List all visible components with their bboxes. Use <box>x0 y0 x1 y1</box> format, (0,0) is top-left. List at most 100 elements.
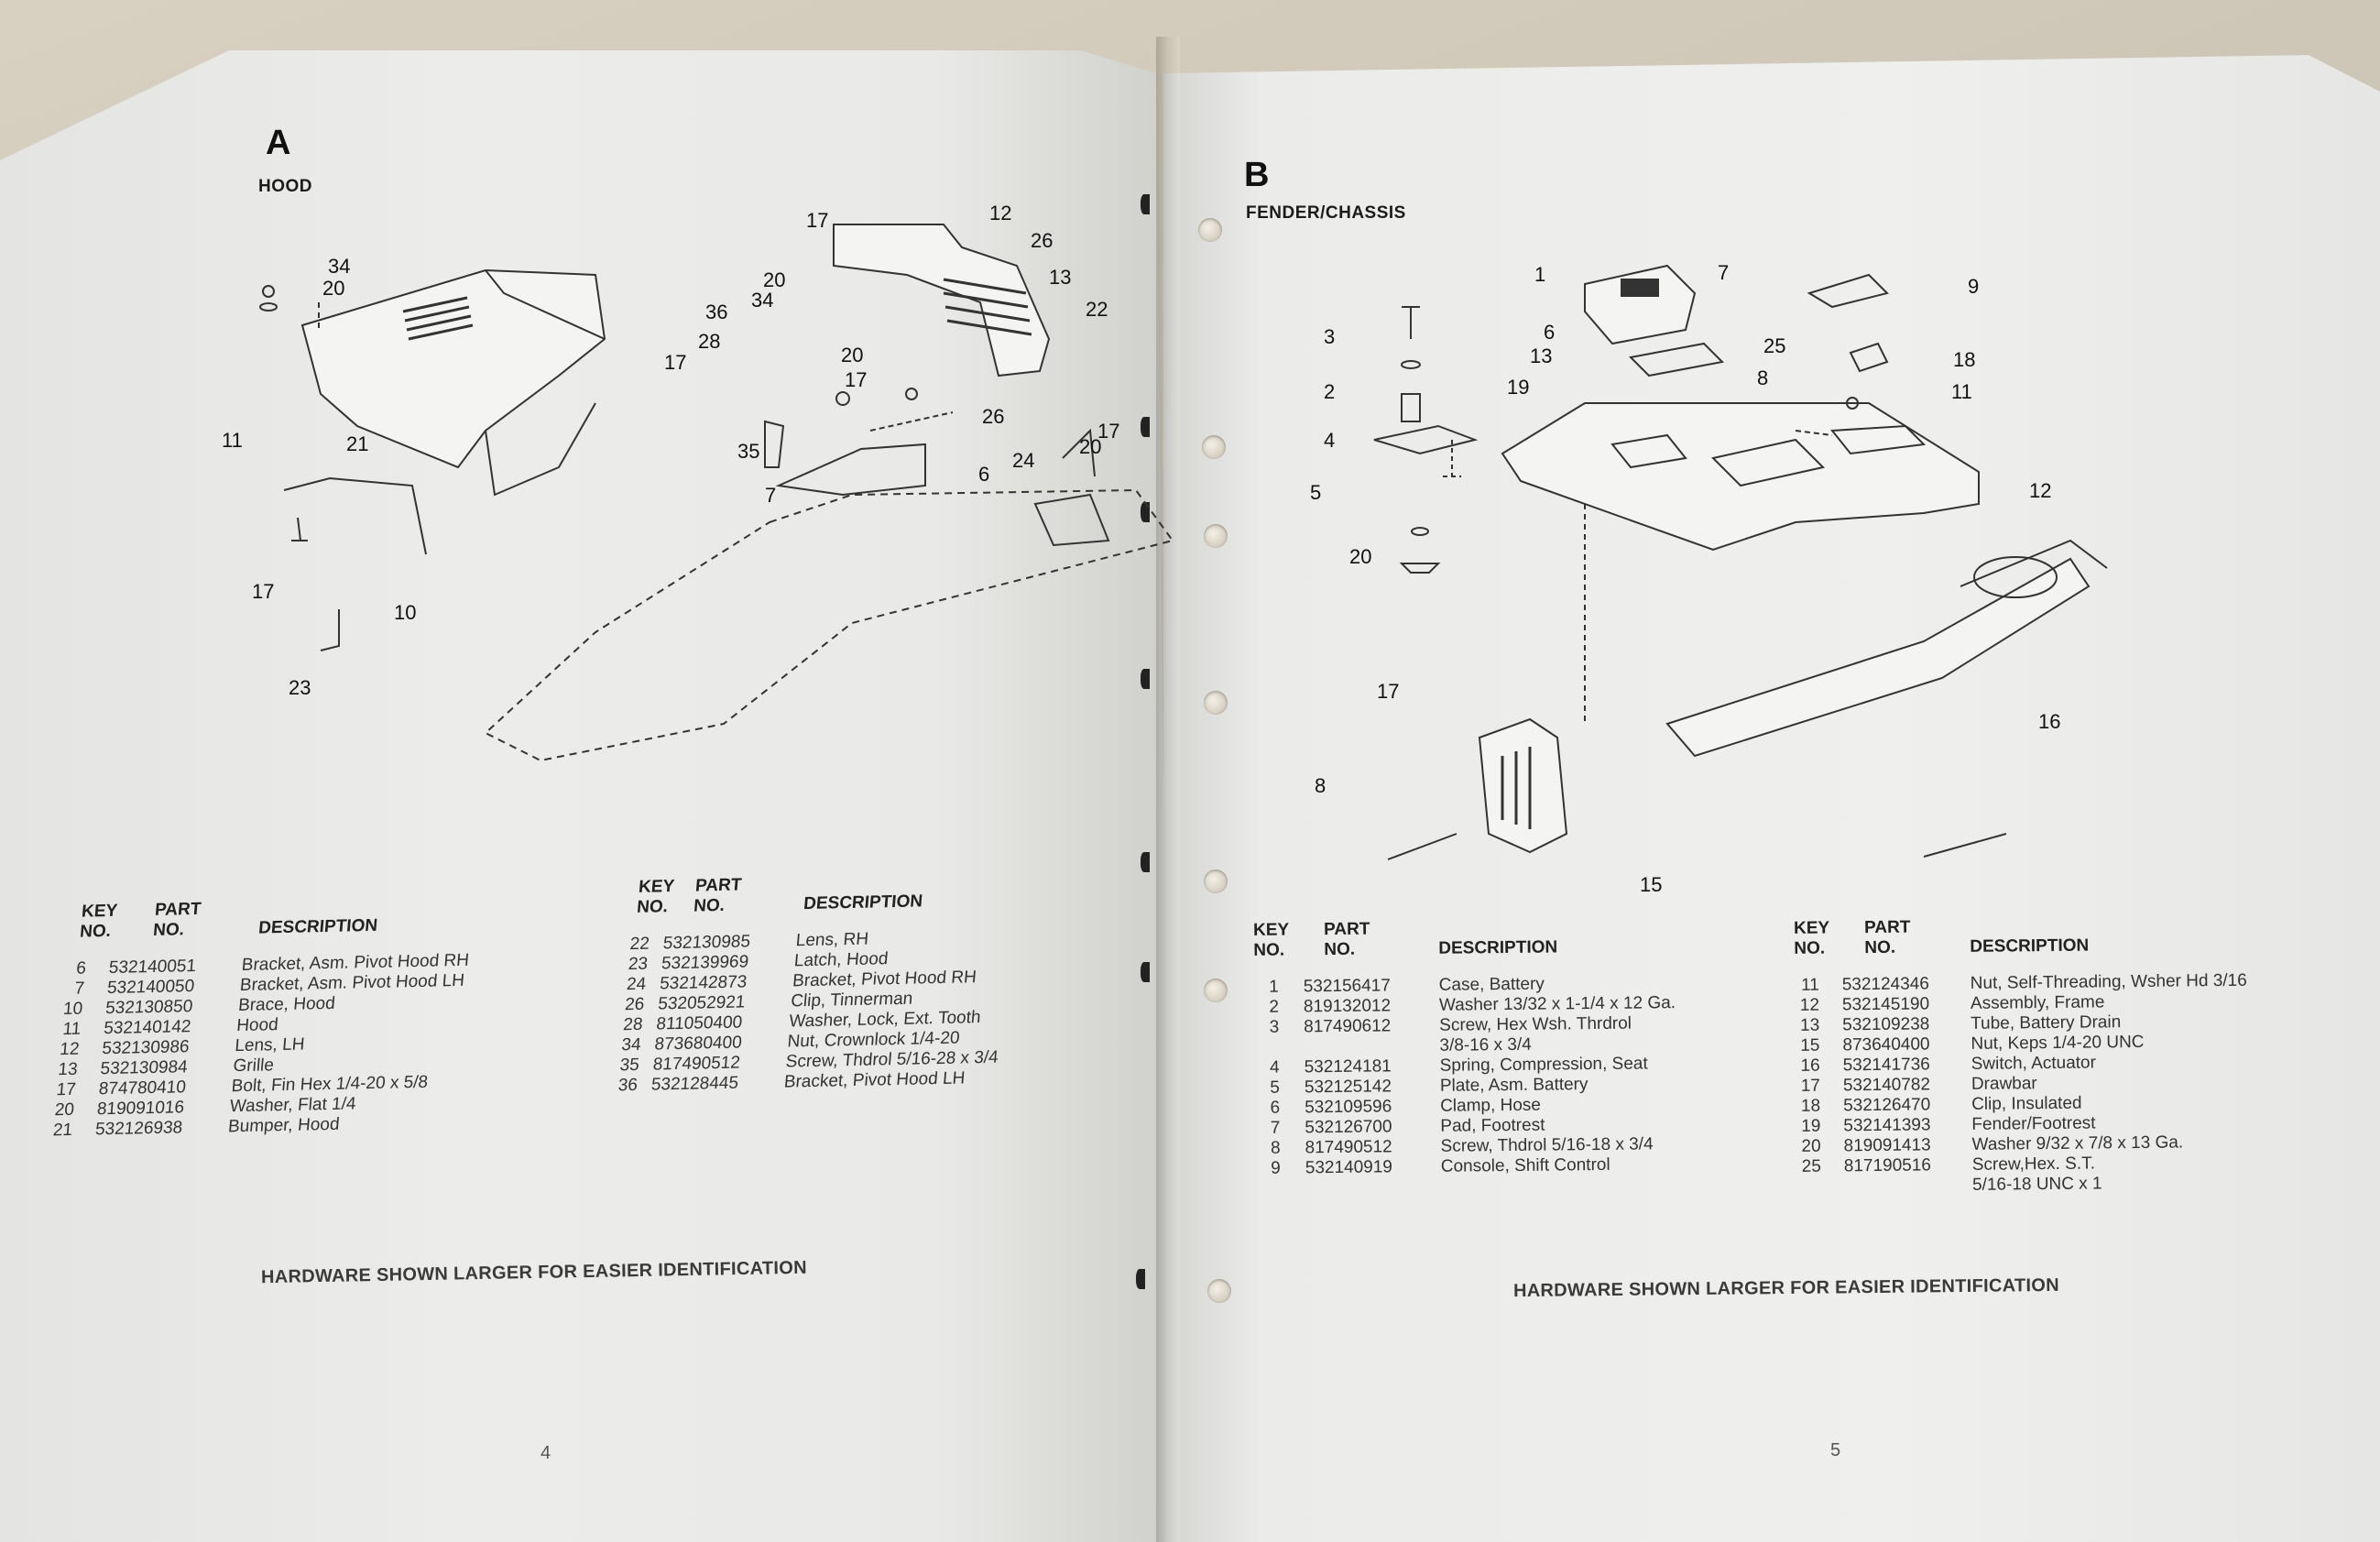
right-page <box>1163 55 2380 1542</box>
key-number: 17 <box>1800 1076 1821 1096</box>
binder-hole <box>1202 435 1226 459</box>
part-number: 874780410 <box>97 1077 187 1099</box>
part-description: Pad, Footrest <box>1440 1115 1545 1136</box>
key-number: 6 <box>75 958 87 979</box>
part-number: 532140051 <box>108 956 197 979</box>
part-description: Spring, Compression, Seat <box>1439 1054 1648 1076</box>
part-number: 819132012 <box>1303 996 1392 1017</box>
binder-notch <box>1141 669 1150 689</box>
key-number: 17 <box>55 1079 77 1100</box>
callout-21: 21 <box>346 432 368 455</box>
key-number: 5 <box>1270 1077 1281 1098</box>
callout-36: 36 <box>705 301 727 323</box>
callout-25: 25 <box>1763 334 1785 357</box>
binder-hole <box>1204 869 1228 893</box>
callout-13: 13 <box>1049 266 1071 289</box>
callout-23: 23 <box>289 676 311 699</box>
header-key-no: KEY NO. <box>1252 920 1289 960</box>
key-number: 16 <box>1800 1055 1820 1076</box>
part-number: 532140782 <box>1842 1075 1931 1096</box>
callout-18: 18 <box>1953 348 1975 371</box>
callout-28: 28 <box>698 330 720 353</box>
hood-exploded-diagram: 34 20 11 21 17 10 23 17 12 26 20 34 13 3… <box>211 192 1174 834</box>
part-description: Fender/Footrest <box>1971 1113 2096 1134</box>
part-number: 819091413 <box>1843 1135 1931 1156</box>
callout-7: 7 <box>765 484 776 507</box>
key-number: 23 <box>628 954 649 975</box>
callout-34: 34 <box>328 255 350 278</box>
part-description: Screw, Hex Wsh. Thrdrol <box>1439 1013 1632 1035</box>
callout-11: 11 <box>222 429 243 452</box>
callout-17: 17 <box>664 351 686 374</box>
key-number: 11 <box>1800 975 1819 995</box>
binder-notch <box>1141 962 1150 982</box>
callout-4: 4 <box>1324 429 1335 452</box>
fender-chassis-exploded-diagram: 1 7 9 3 6 13 25 18 2 19 8 11 4 5 20 12 1… <box>1283 247 2199 907</box>
header-description: DESCRIPTION <box>1438 937 1558 958</box>
part-number: 532130985 <box>662 932 751 954</box>
callout-8: 8 <box>1757 366 1768 389</box>
table-header: KEY NO. PART NO. DESCRIPTION <box>628 867 1145 935</box>
callout-17: 17 <box>845 368 867 391</box>
part-number: 819091016 <box>96 1098 185 1120</box>
header-description: DESCRIPTION <box>1970 935 2090 957</box>
key-number: 21 <box>52 1120 73 1141</box>
part-description: Lens, RH <box>794 929 869 951</box>
section-letter-b: B <box>1244 156 1270 194</box>
key-number: 6 <box>1270 1098 1281 1118</box>
key-number: 2 <box>1269 997 1280 1017</box>
section-title-fender-chassis: FENDER/CHASSIS <box>1246 203 1406 223</box>
part-number: 532130984 <box>99 1057 189 1079</box>
callout-15: 15 <box>1640 873 1662 896</box>
callout-10: 10 <box>394 601 416 624</box>
header-description: DESCRIPTION <box>802 891 923 914</box>
key-number: 19 <box>1801 1116 1821 1136</box>
part-description: Screw, Thdrol 5/16-18 x 3/4 <box>1440 1134 1654 1156</box>
part-description-continued: 3/8-16 x 3/4 <box>1439 1034 1532 1055</box>
callout-8: 8 <box>1315 774 1326 797</box>
callout-24: 24 <box>1012 449 1034 472</box>
header-description: DESCRIPTION <box>257 915 378 938</box>
callout-9: 9 <box>1968 275 1979 298</box>
key-number: 1 <box>1269 977 1279 997</box>
part-description: Tube, Battery Drain <box>1971 1012 2122 1033</box>
part-description: Hood <box>235 1015 279 1036</box>
callout-12: 12 <box>989 202 1011 224</box>
part-number: 532140919 <box>1305 1157 1393 1178</box>
key-number: 25 <box>1801 1156 1821 1176</box>
part-number: 532128445 <box>650 1073 739 1095</box>
callout-20: 20 <box>763 268 785 291</box>
part-description: Switch, Actuator <box>1971 1053 2097 1074</box>
header-part-no: PART NO. <box>152 899 202 940</box>
part-description: Clip, Insulated <box>1971 1093 2082 1114</box>
part-description: Case, Battery <box>1438 974 1545 995</box>
key-number: 13 <box>1799 1015 1820 1035</box>
binder-notch <box>1141 194 1150 214</box>
part-number: 532124346 <box>1841 974 1929 995</box>
key-number: 7 <box>1270 1118 1281 1138</box>
binder-notch <box>1141 852 1150 872</box>
key-number: 36 <box>617 1075 639 1096</box>
part-description: Nut, Keps 1/4-20 UNC <box>1971 1032 2145 1054</box>
page-number-right: 5 <box>1830 1440 1841 1460</box>
key-number: 8 <box>1270 1138 1281 1158</box>
part-description: Nut, Self-Threading, Wsher Hd 3/16 <box>1970 970 2247 993</box>
header-part-no: PART NO. <box>1863 917 1911 958</box>
callout-5: 5 <box>1310 481 1321 504</box>
binder-notch <box>1136 1269 1145 1289</box>
part-description: Clip, Tinnerman <box>790 989 914 1012</box>
part-description: Console, Shift Control <box>1440 1154 1610 1176</box>
part-number: 532124181 <box>1304 1056 1392 1077</box>
key-number: 34 <box>620 1034 642 1055</box>
part-description: Lens, LH <box>234 1034 306 1056</box>
callout-2: 2 <box>1324 380 1335 403</box>
callout-7: 7 <box>1718 261 1729 284</box>
part-description-continued: 5/16-18 UNC x 1 <box>1971 1174 2102 1195</box>
binder-notch <box>1141 502 1150 522</box>
callout-17: 17 <box>1377 680 1399 703</box>
part-number: 532125142 <box>1304 1077 1392 1098</box>
callout-20: 20 <box>1349 545 1371 568</box>
binder-hole <box>1204 691 1228 715</box>
